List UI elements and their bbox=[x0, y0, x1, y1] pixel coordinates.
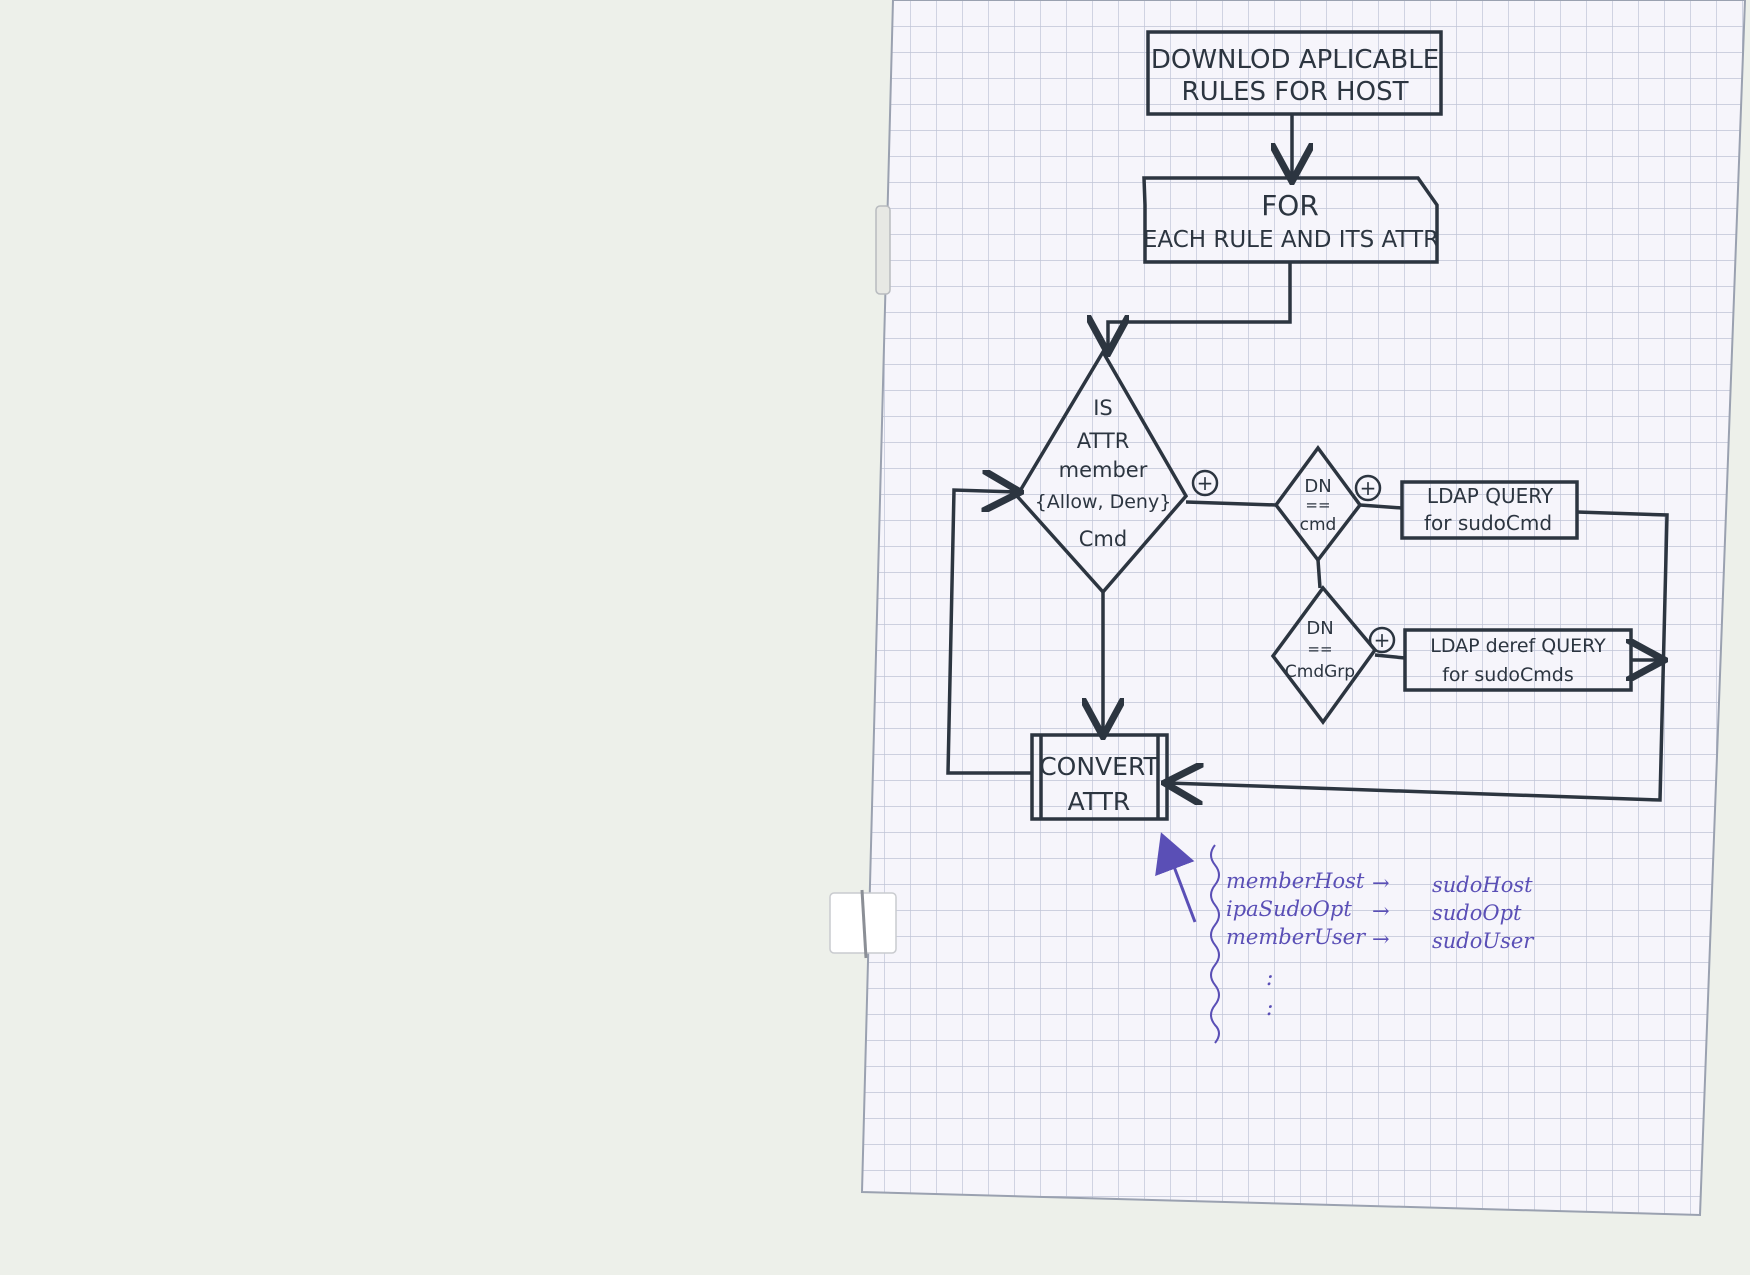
edge-decision-to-dn-cmd bbox=[1185, 500, 1277, 507]
download-box bbox=[1146, 30, 1443, 116]
staple bbox=[875, 205, 891, 295]
note-brace bbox=[1210, 844, 1220, 1044]
convert-label-line2: ATTR bbox=[1068, 787, 1131, 816]
dn-cmdgrp-decision bbox=[1270, 585, 1378, 725]
decision-label-line5: Cmd bbox=[1079, 527, 1127, 551]
decision-label-line2: ATTR bbox=[1077, 429, 1130, 453]
dn-cmd-label-line3: cmd bbox=[1300, 515, 1337, 535]
branch-label: + bbox=[1197, 471, 1214, 495]
dn-cmd-label-line1: DN bbox=[1304, 476, 1331, 497]
mapping-ellipsis: : bbox=[1266, 966, 1273, 991]
ldap-query-label-line1: LDAP QUERY bbox=[1427, 484, 1554, 508]
mapping-from-1: memberHost bbox=[1226, 869, 1365, 893]
edge-dn-cmd-to-ldap bbox=[1359, 503, 1403, 510]
edge-loop-to-decision bbox=[1108, 262, 1292, 350]
edge-convert-loop-back bbox=[946, 490, 1032, 775]
mapping-from-3: memberUser bbox=[1226, 925, 1367, 949]
dn-cmd-label-line2: == bbox=[1305, 496, 1330, 514]
dn-cmdgrp-label-line3: CmdGrp bbox=[1285, 662, 1355, 682]
branch-markers: + + + bbox=[1191, 469, 1396, 654]
branch-label: + bbox=[1360, 476, 1377, 500]
ldap-deref-label-line1: LDAP deref QUERY bbox=[1430, 635, 1606, 657]
branch-label: + bbox=[1374, 628, 1391, 652]
loop-label-line2: EACH RULE AND ITS ATTR bbox=[1143, 227, 1439, 253]
loop-box bbox=[1142, 176, 1439, 264]
download-label-line2: RULES FOR HOST bbox=[1182, 77, 1409, 107]
decision-label-line3: member bbox=[1059, 458, 1148, 482]
note-arrow bbox=[1155, 832, 1197, 923]
dn-cmdgrp-label-line1: DN bbox=[1306, 618, 1333, 639]
loop-label-line1: FOR bbox=[1261, 189, 1319, 222]
ldap-query-box bbox=[1400, 480, 1579, 540]
ldap-query-label-line2: for sudoCmd bbox=[1424, 511, 1552, 535]
ldap-deref-label-line2: for sudoCmds bbox=[1442, 664, 1574, 686]
mapping-from-2: ipaSudoOpt bbox=[1226, 897, 1352, 921]
edge-dn-cmd-to-dn-cmdgrp bbox=[1316, 559, 1322, 589]
mapping-arrow-1: → bbox=[1372, 871, 1390, 895]
edge-dn-cmdgrp-to-ldap-deref bbox=[1374, 653, 1406, 660]
mapping-arrow-2: → bbox=[1372, 899, 1390, 923]
convert-label-line1: CONVERT bbox=[1039, 752, 1159, 781]
mapping-to-2: sudoOpt bbox=[1432, 901, 1522, 925]
decision-label-line1: IS bbox=[1093, 396, 1113, 420]
mapping-note: memberHost → sudoHost ipaSudoOpt → sudoO… bbox=[1155, 832, 1535, 1044]
download-label-line1: DOWNLOD APLICABLE bbox=[1151, 45, 1439, 75]
notebook-page bbox=[860, 0, 1747, 1217]
mapping-to-1: sudoHost bbox=[1432, 873, 1533, 897]
mapping-ellipsis: : bbox=[1266, 996, 1273, 1021]
mapping-arrow-3: → bbox=[1372, 927, 1390, 951]
dn-cmdgrp-label-line2: == bbox=[1307, 640, 1332, 658]
mapping-to-3: sudoUser bbox=[1432, 929, 1535, 953]
decision-label-line4: {Allow, Deny} bbox=[1035, 491, 1172, 513]
